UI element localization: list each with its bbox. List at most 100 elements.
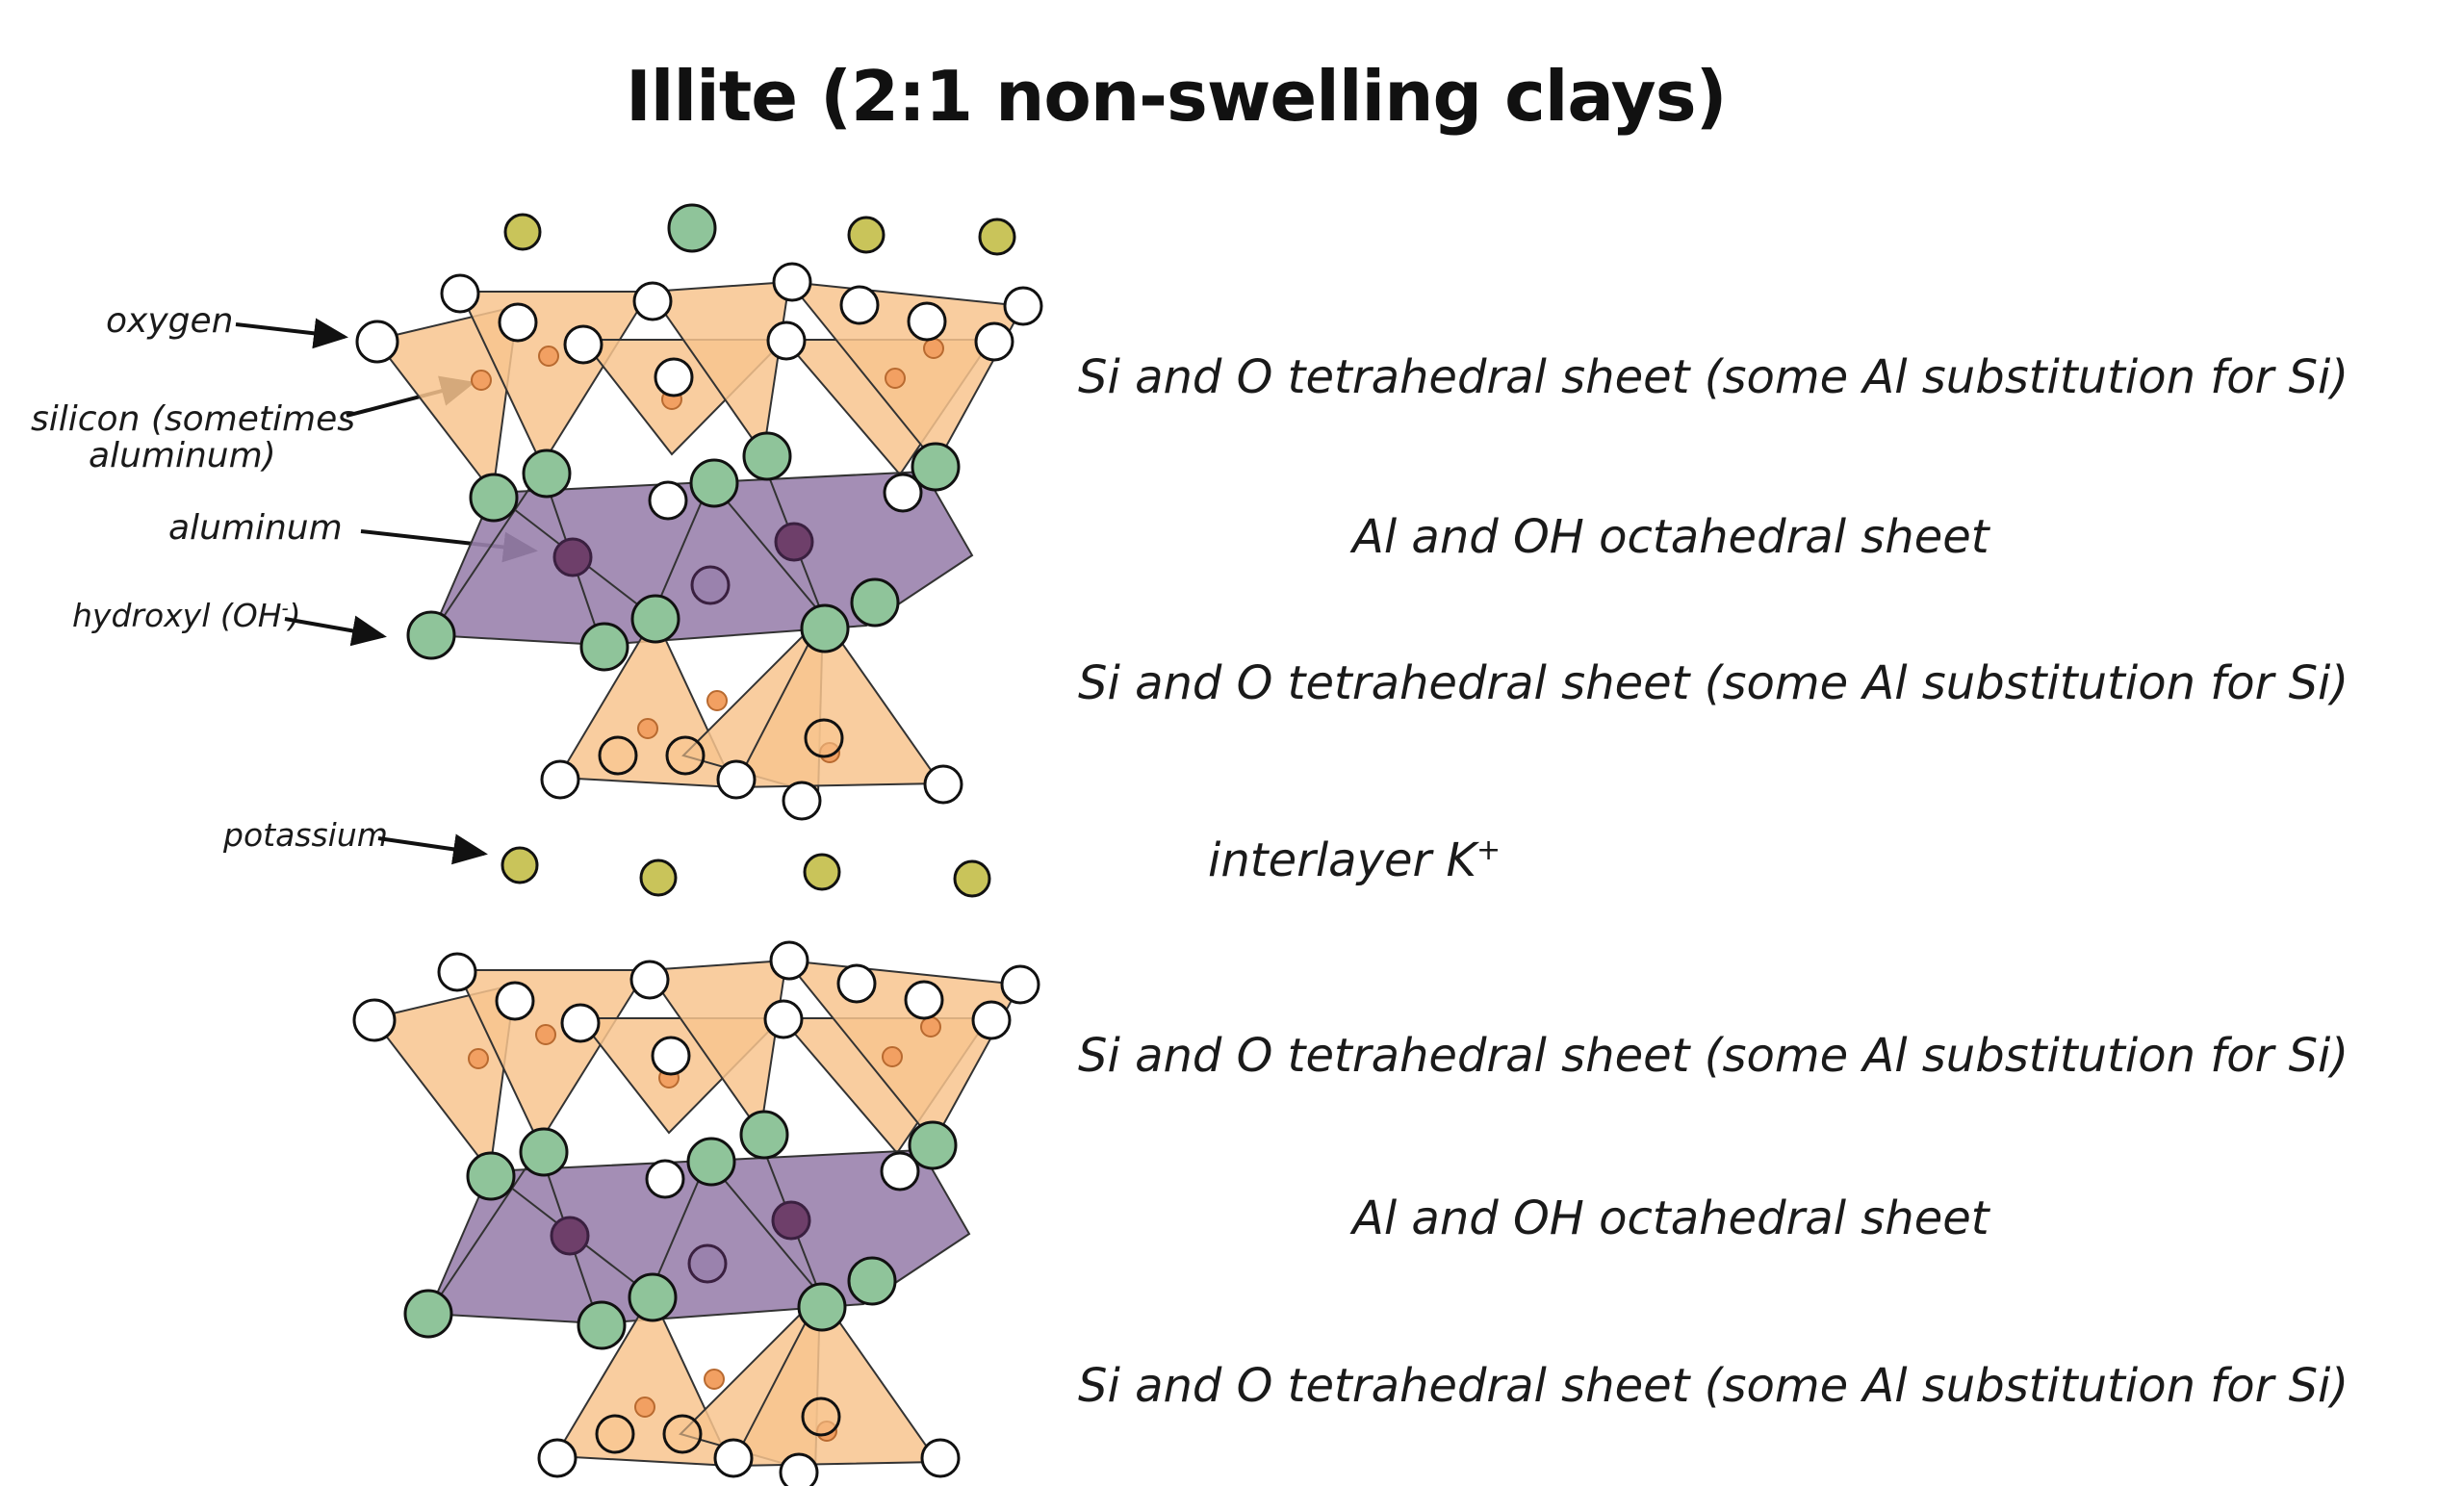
oxygen-atom	[766, 320, 807, 361]
oxygen-atoms-upper	[355, 262, 1043, 821]
silicon-atom	[634, 1396, 655, 1418]
hydroxyl-arrow	[284, 615, 387, 647]
tetra-sheet-label-2: Si and O tetrahedral sheet (some Al subs…	[1078, 656, 2349, 710]
aluminum-atoms-upper	[552, 522, 814, 605]
hydroxyl-atom	[742, 431, 792, 481]
aluminum-atom	[690, 565, 731, 605]
interlayer-potassium-row	[500, 846, 991, 898]
tetrahedron	[730, 1293, 939, 1468]
aluminum-atom	[550, 1216, 590, 1256]
octa-sheet-label-1: Al and OH octahedral sheet	[1352, 510, 1989, 564]
potassium-arrow	[377, 833, 488, 865]
tetra-sheet-label-3: Si and O tetrahedral sheet (some Al subs…	[1078, 1029, 2349, 1083]
edge	[652, 480, 711, 617]
hydroxyl-atom	[522, 448, 572, 499]
hydroxyl-atom	[469, 473, 519, 523]
tetra-sheet-label-4: Si and O tetrahedral sheet (some Al subs…	[1078, 1359, 2349, 1413]
oxygen-atom	[537, 1438, 578, 1478]
interlayer-label-prefix: interlayer K	[1208, 833, 1476, 887]
oxygen-atom	[629, 960, 670, 1000]
hydroxyl-atom	[628, 1272, 678, 1322]
oxygen-atom	[839, 285, 880, 325]
potassium-atom	[953, 859, 991, 898]
aluminum-atom	[552, 537, 593, 577]
oxygen-atom	[763, 999, 804, 1039]
silicon-label-line2: aluminum)	[89, 436, 276, 475]
clay-layer-upper	[355, 262, 1043, 821]
hydroxyl-atom	[908, 1120, 958, 1170]
top-interlayer-row	[503, 203, 1016, 256]
oxygen-atom	[782, 781, 822, 821]
oxygen-atom	[352, 998, 397, 1042]
hydroxyl-atom	[403, 1289, 453, 1339]
potassium-label: potassium	[223, 816, 388, 854]
hydroxyl-atom	[739, 1110, 789, 1160]
clay-layer-lower	[352, 940, 1040, 1486]
hydroxyl-atom	[800, 603, 850, 653]
oxygen-label: oxygen	[106, 301, 234, 341]
oxygen-atom	[779, 1452, 819, 1486]
octahedral-sheet-upper	[429, 461, 974, 647]
tetrahedron	[645, 959, 788, 1136]
oxygen-atom	[560, 1003, 601, 1043]
potassium-atom	[978, 218, 1016, 256]
aluminum-label: aluminum	[168, 508, 343, 548]
oxygen-atom	[923, 764, 963, 805]
oxygen-atoms-lower	[352, 940, 1040, 1486]
hydroxyl-atom	[850, 577, 900, 628]
hydroxyl-atom	[686, 1137, 736, 1187]
oxygen-atom	[801, 1396, 841, 1437]
oxygen-atom	[632, 281, 673, 321]
oxygen-atom	[907, 301, 947, 342]
annotation-arrows	[235, 318, 538, 865]
oxygen-atom	[974, 321, 1014, 362]
hydroxyl-atom	[519, 1127, 569, 1177]
hydroxyl-atom	[667, 203, 717, 253]
hydroxyl-label: hydroxyl (OH-)	[72, 597, 301, 634]
hydroxyl-label-sup: -	[281, 597, 289, 620]
tetrahedral-sheet-top	[371, 959, 1022, 1174]
oxygen-atom	[355, 320, 399, 364]
aluminum-atom	[687, 1243, 728, 1284]
hydroxyl-atom	[689, 458, 739, 508]
silicon-atom	[538, 346, 559, 367]
oxygen-atom	[648, 480, 688, 521]
tetrahedron	[371, 983, 517, 1174]
silicon-atom	[882, 1046, 903, 1067]
hydroxyl-atom	[847, 1256, 897, 1306]
oxygen-arrow	[235, 318, 348, 349]
tetra-sheet-label-1: Si and O tetrahedral sheet (some Al subs…	[1078, 350, 2349, 404]
silicon-label-line1: silicon (sometimes	[31, 399, 355, 439]
edge	[649, 1159, 708, 1295]
oxygen-atom	[495, 981, 535, 1021]
diagram-title: Illite (2:1 non-swelling clays)	[626, 56, 1727, 137]
silicon-atom	[535, 1024, 556, 1045]
interlayer-label-sup: +	[1476, 833, 1502, 867]
silicon-atom	[468, 1048, 489, 1069]
hydroxyl-atoms-lower	[403, 1110, 958, 1350]
potassium-atom	[847, 216, 886, 254]
oxygen-atom	[920, 1438, 961, 1478]
tetrahedron	[732, 614, 942, 789]
oxygen-atom	[713, 1438, 754, 1478]
tetrahedron	[373, 304, 520, 496]
silicon-atom	[920, 1016, 941, 1038]
oxygen-atom	[1003, 286, 1043, 326]
oxygen-atom	[563, 324, 603, 365]
edge	[709, 480, 824, 617]
silicon-atom	[923, 338, 944, 359]
silicon-atom	[706, 690, 728, 711]
oxygen-atom	[595, 1414, 635, 1454]
aluminum-atom	[771, 1200, 811, 1241]
hydroxyl-atom	[466, 1151, 516, 1201]
oxygen-atom	[880, 1151, 920, 1191]
potassium-atom	[803, 853, 841, 891]
aluminum-atoms-lower	[550, 1200, 811, 1284]
oxygen-atom	[662, 1414, 703, 1454]
oxygen-atom	[440, 273, 480, 314]
hydroxyl-atom	[911, 442, 961, 492]
aluminum-atom	[774, 522, 814, 562]
oxygen-atom	[437, 952, 477, 992]
oxygen-atom	[836, 963, 877, 1004]
